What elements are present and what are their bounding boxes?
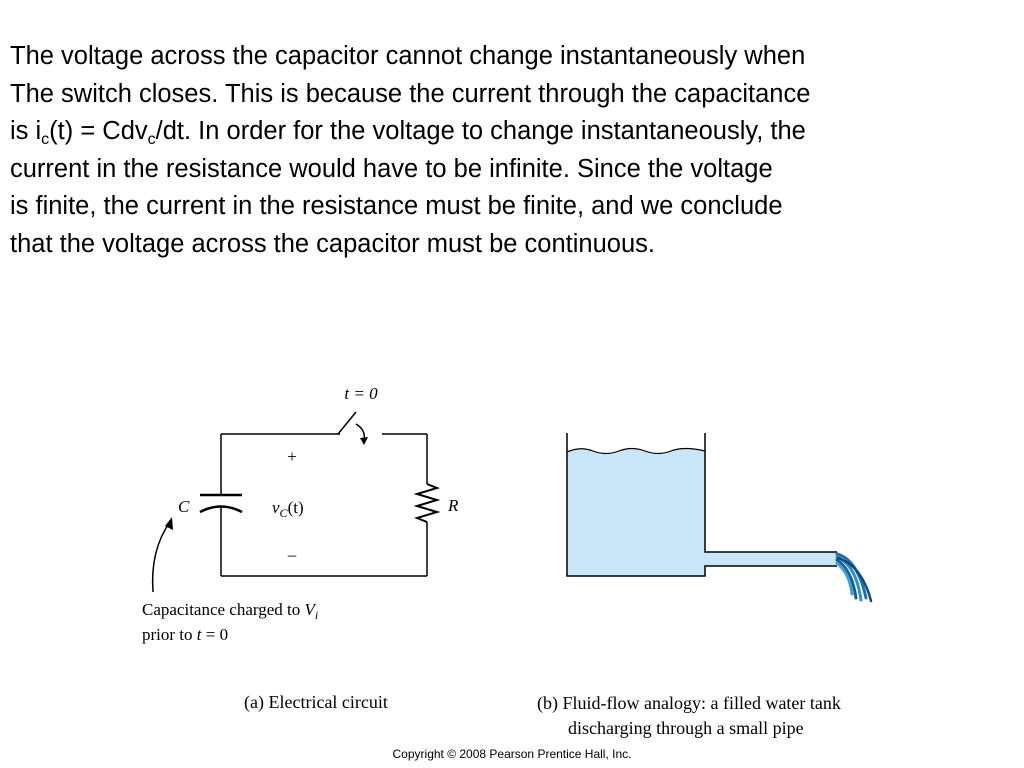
paragraph-line: The voltage across the capacitor cannot … bbox=[10, 42, 806, 70]
switch-blade bbox=[337, 411, 357, 435]
body-paragraph: The voltage across the capacitor cannot … bbox=[10, 38, 1015, 264]
resistor bbox=[413, 483, 441, 523]
resistor-label: R bbox=[447, 496, 459, 515]
paragraph-line: The switch closes. This is because the c… bbox=[10, 79, 811, 108]
paragraph-line-formula: is ic(t) = Cdvc/dt. In order for the vol… bbox=[10, 117, 806, 149]
circuit-caption: (a) Electrical circuit bbox=[244, 692, 388, 713]
tank-wall-inner bbox=[704, 433, 837, 553]
tank-wall-outer bbox=[566, 433, 837, 577]
tank-caption-line-2: discharging through a small pipe bbox=[568, 718, 804, 738]
annotation-arrow bbox=[151, 521, 171, 593]
water-surface bbox=[566, 447, 706, 455]
paragraph-line: that the voltage across the capacitor mu… bbox=[10, 229, 655, 258]
paragraph-line: is finite, the current in the resistance… bbox=[10, 192, 783, 221]
paragraph-line: current in the resistance would have to … bbox=[10, 154, 773, 183]
plus-sign: + bbox=[287, 447, 297, 466]
switch-label: t = 0 bbox=[344, 384, 378, 403]
minus-sign: – bbox=[287, 545, 297, 564]
annotation-line-2: prior to t = 0 bbox=[142, 625, 228, 644]
capacitor-label: C bbox=[178, 497, 190, 516]
annotation-line-1: Capacitance charged to Vi bbox=[142, 600, 318, 622]
tank-caption-line-1: (b) Fluid-flow analogy: a filled water t… bbox=[537, 693, 841, 714]
switch-arrowhead bbox=[360, 437, 368, 445]
switch-arc-arrow bbox=[355, 423, 366, 441]
voltage-label: vC(t) bbox=[272, 498, 304, 520]
water-stream bbox=[835, 552, 873, 603]
water-fill bbox=[567, 448, 837, 576]
annotation-arrowhead bbox=[165, 517, 173, 530]
electrical-circuit bbox=[151, 411, 441, 593]
copyright-notice: Copyright © 2008 Pearson Prentice Hall, … bbox=[392, 747, 632, 761]
water-tank bbox=[566, 433, 873, 603]
